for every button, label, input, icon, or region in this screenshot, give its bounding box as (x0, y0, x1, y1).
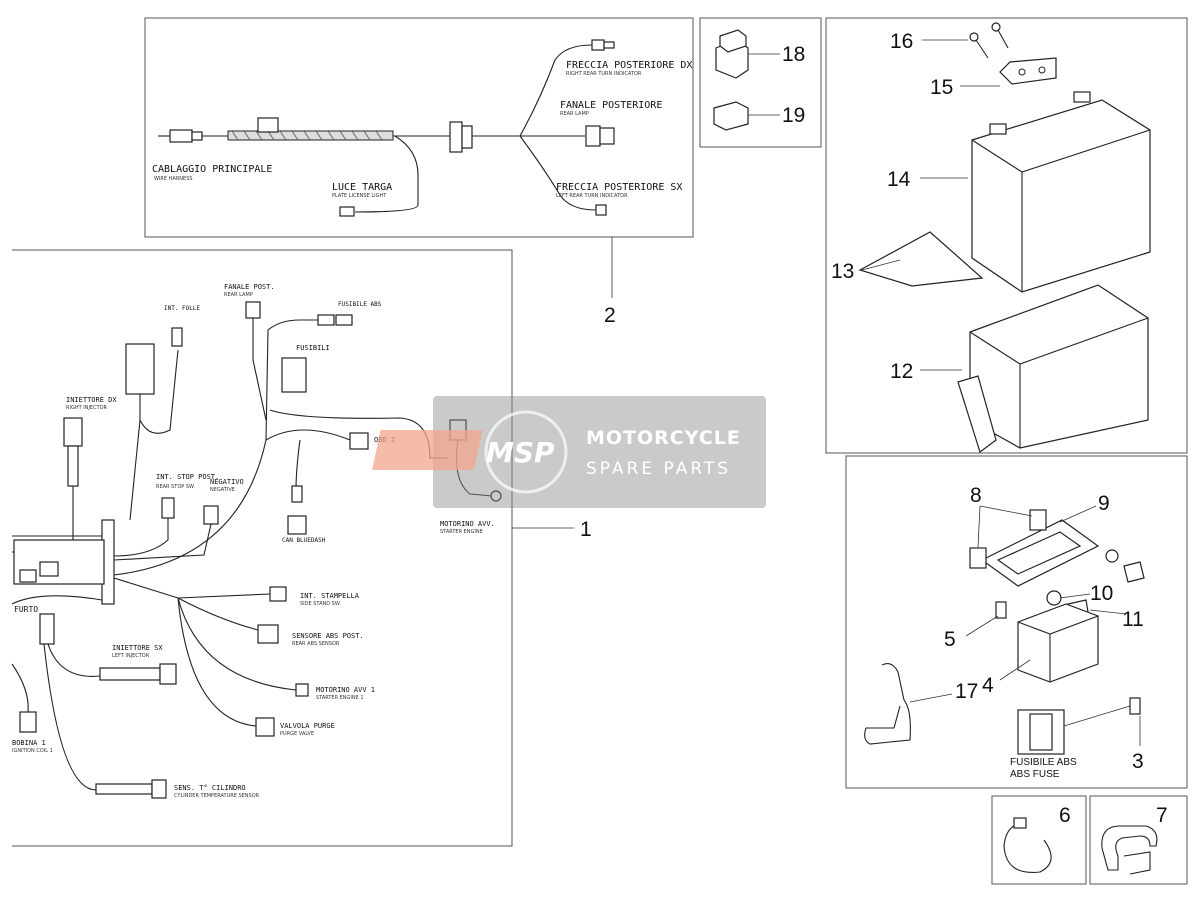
label-rear-lamp-en: REAR LAMP (560, 111, 589, 117)
label-motorino-1-en: STARTER ENGINE 1 (316, 695, 364, 701)
part-number-11[interactable]: 11 (1122, 608, 1144, 631)
part-number-2[interactable]: 2 (604, 304, 616, 327)
rear-harness-drawing (158, 39, 615, 217)
part-number-6[interactable]: 6 (1059, 804, 1071, 827)
callout-line-8b (977, 505, 981, 549)
label-license-light: LUCE TARGA (332, 182, 392, 193)
part-number-4[interactable]: 4 (982, 674, 994, 697)
watermark-logo-badge (372, 430, 483, 470)
relay-drawing (713, 29, 749, 131)
callout-line-8a (979, 505, 1033, 517)
label-sens-cil: SENS. T° CILINDRO (174, 784, 246, 792)
label-motorino: MOTORINO AVV. (440, 520, 495, 528)
fuse-drawing (864, 509, 1145, 755)
label-int-stop: INT. STOP POST. (156, 473, 219, 481)
watermark-subtitle: SPARE PARTS (586, 459, 731, 479)
part-number-3[interactable]: 3 (1132, 750, 1144, 773)
watermark-title: MOTORCYCLE (586, 427, 741, 449)
label-int-folle: INT. FOLLE (164, 305, 201, 312)
callout-line-13 (861, 259, 901, 271)
label-valvola-en: PURGE VALVE (280, 731, 314, 737)
rear-harness-panel (144, 17, 694, 238)
main-harness-drawing (11, 301, 502, 799)
main-harness-panel (12, 249, 513, 847)
battery-drawing (858, 22, 1151, 453)
callout-line-17 (909, 693, 953, 703)
label-rear-lamp: FANALE POSTERIORE (560, 100, 662, 111)
label-fusibili: FUSIBILI (296, 344, 330, 352)
label-bobina-en: IGNITION COIL 1 (12, 748, 53, 754)
part-number-19[interactable]: 19 (782, 104, 805, 127)
label-bobina: BOBINA 1 (12, 739, 46, 747)
label-license-light-en: PLATE LICENSE LIGHT (332, 193, 387, 199)
fuse-panel (845, 455, 1188, 789)
callout-line-11 (1089, 609, 1127, 615)
label-fusibile-abs: FUSIBILE ABS (338, 301, 382, 308)
callout-line-10 (1059, 593, 1091, 599)
part-number-5[interactable]: 5 (944, 628, 956, 651)
label-iniettore-dx-en: RIGHT INJECTOR (66, 405, 108, 411)
callout-line-9 (1059, 505, 1097, 523)
label-left-indicator: FRECCIA POSTERIORE SX (556, 182, 682, 193)
callout-line-3a (1063, 705, 1131, 727)
part-number-8[interactable]: 8 (970, 484, 982, 507)
cable-tie-panel (991, 795, 1087, 885)
label-can: CAN BLUEDASH (282, 537, 326, 544)
label-iniettore-sx-en: LEFT INJECTOR (112, 653, 150, 659)
label-motorino-1: MOTORINO AVV 1 (316, 686, 375, 694)
cable-clip-drawing (1101, 825, 1158, 875)
label-fuse-abs-it: FUSIBILE ABS (1010, 757, 1077, 768)
label-right-indicator-en: RIGHT REAR TURN INDICATOR (566, 71, 642, 77)
label-sensore-abs-en: REAR ABS SENSOR (292, 641, 340, 647)
label-fanale-post: FANALE POST. (224, 283, 275, 291)
label-motorino-en: STARTER ENGINE (440, 529, 483, 535)
battery-panel (825, 17, 1188, 454)
part-number-7[interactable]: 7 (1156, 804, 1168, 827)
callout-line-4 (999, 659, 1031, 681)
part-number-13[interactable]: 13 (831, 260, 854, 283)
label-negativo-en: NEGATIVE (210, 487, 235, 493)
part-number-17[interactable]: 17 (955, 680, 978, 703)
label-left-indicator-en: LEFT REAR TURN INDICATOR (556, 193, 628, 199)
callout-line-5 (965, 615, 999, 637)
relay-panel (699, 17, 822, 148)
cable-tie-drawing (1003, 817, 1052, 874)
part-number-12[interactable]: 12 (890, 360, 913, 383)
part-number-1[interactable]: 1 (580, 518, 592, 541)
part-number-14[interactable]: 14 (887, 168, 911, 191)
label-int-stampella-en: SIDE STAND SW. (300, 601, 341, 607)
label-iniettore-dx: INIETTORE DX (66, 396, 117, 404)
part-number-16[interactable]: 16 (890, 30, 913, 53)
label-negativo: NEGATIVO (210, 478, 244, 486)
label-fanale-post-en: REAR LAMP (224, 292, 253, 298)
label-main-harness: CABLAGGIO PRINCIPALE (152, 164, 272, 175)
watermark: MSP MOTORCYCLE SPARE PARTS (372, 396, 766, 508)
label-right-indicator: FRECCIA POSTERIORE DX (566, 60, 692, 71)
label-int-stop-en: REAR STOP SW. (156, 484, 195, 490)
label-int-stampella: INT. STAMPELLA (300, 592, 360, 600)
label-sensore-abs: SENSORE ABS POST. (292, 632, 364, 640)
label-sens-cil-en: CYLINDER TEMPERATURE SENSOR (174, 793, 260, 799)
watermark-logo: MSP (486, 436, 555, 469)
label-main-harness-en: WIRE HARNESS (154, 176, 193, 182)
label-iniettore-sx: INIETTORE SX (112, 644, 163, 652)
label-valvola: VALVOLA PURGE (280, 722, 335, 730)
part-number-9[interactable]: 9 (1098, 492, 1110, 515)
clip-panel (1089, 795, 1188, 885)
label-fuse-abs-en: ABS FUSE (1010, 769, 1060, 780)
part-number-10[interactable]: 10 (1090, 582, 1113, 605)
label-furto: FURTO (14, 605, 38, 614)
part-number-18[interactable]: 18 (782, 43, 805, 66)
part-number-15[interactable]: 15 (930, 76, 953, 99)
